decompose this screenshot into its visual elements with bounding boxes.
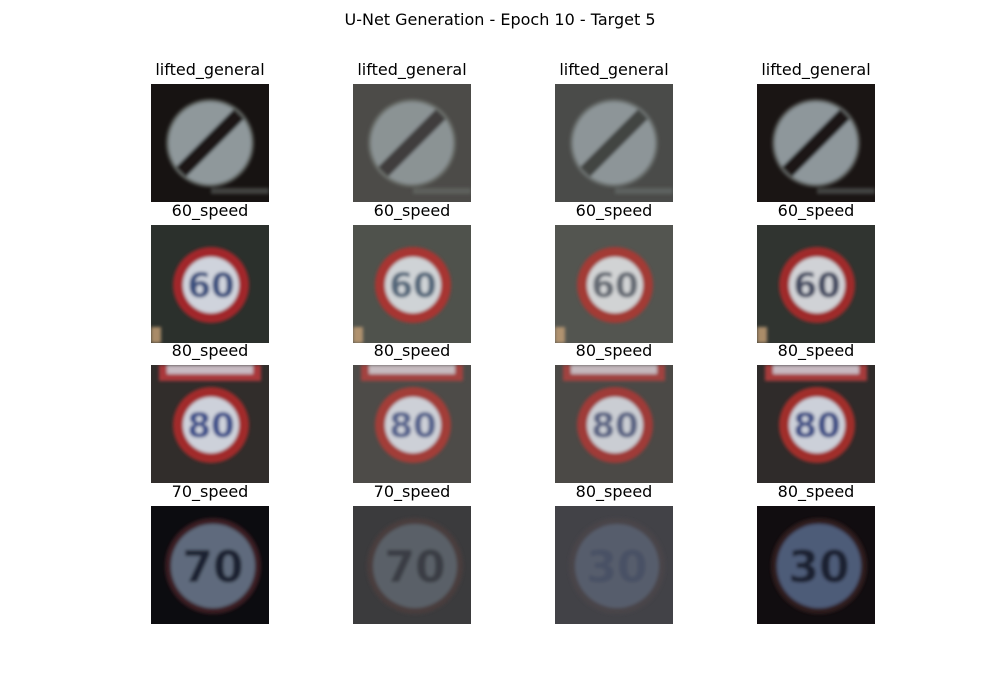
generated-sign-image: 80 bbox=[757, 365, 875, 483]
generated-sign-image: 60 bbox=[151, 225, 269, 343]
generated-sign-image: 30 bbox=[757, 506, 875, 624]
sign-svg: 60 bbox=[555, 225, 673, 343]
generated-sign-image: 30 bbox=[555, 506, 673, 624]
sign-svg: 60 bbox=[151, 225, 269, 343]
sign-disc bbox=[789, 397, 845, 453]
generated-sign-image: 70 bbox=[151, 506, 269, 624]
tile-label: 60_speed bbox=[373, 201, 451, 220]
tile-label: 70_speed bbox=[373, 482, 451, 501]
sign-svg bbox=[555, 84, 673, 202]
generated-sign-image: 80 bbox=[555, 365, 673, 483]
sign-disc bbox=[373, 524, 457, 608]
sign-svg: 70 bbox=[353, 506, 471, 624]
sign-number: 80 bbox=[591, 406, 638, 446]
sign-number: 80 bbox=[187, 406, 234, 446]
sign-disc bbox=[183, 397, 239, 453]
generated-sign-image bbox=[151, 84, 269, 202]
sign-svg: 60 bbox=[353, 225, 471, 343]
sign-svg: 80 bbox=[151, 365, 269, 483]
sign-svg: 30 bbox=[555, 506, 673, 624]
sign-svg bbox=[151, 84, 269, 202]
generated-sign-image: 80 bbox=[353, 365, 471, 483]
sign-svg: 80 bbox=[757, 365, 875, 483]
generated-sign-image: 60 bbox=[353, 225, 471, 343]
sign-number: 70 bbox=[384, 542, 445, 593]
generated-sign-image bbox=[757, 84, 875, 202]
sign-disc bbox=[587, 257, 643, 313]
tile-label: 80_speed bbox=[575, 482, 653, 501]
tile-label: 80_speed bbox=[171, 341, 249, 360]
tile-label: 80_speed bbox=[777, 482, 855, 501]
sign-svg bbox=[353, 84, 471, 202]
sign-number: 80 bbox=[793, 406, 840, 446]
generated-sign-image: 60 bbox=[555, 225, 673, 343]
tile-label: lifted_general bbox=[357, 60, 467, 79]
sign-number: 60 bbox=[389, 266, 436, 306]
sign-svg: 30 bbox=[757, 506, 875, 624]
tile-label: 80_speed bbox=[373, 341, 451, 360]
tile-label: 60_speed bbox=[777, 201, 855, 220]
sign-number: 30 bbox=[788, 542, 849, 593]
sign-number: 70 bbox=[182, 542, 243, 593]
sign-svg: 60 bbox=[757, 225, 875, 343]
sign-disc bbox=[183, 257, 239, 313]
tile-label: lifted_general bbox=[155, 60, 265, 79]
sign-disc bbox=[171, 524, 255, 608]
sign-number: 30 bbox=[586, 542, 647, 593]
sign-svg: 70 bbox=[151, 506, 269, 624]
tile-label: 60_speed bbox=[575, 201, 653, 220]
sign-disc bbox=[575, 524, 659, 608]
sign-svg: 80 bbox=[555, 365, 673, 483]
sign-disc bbox=[385, 257, 441, 313]
sign-disc bbox=[777, 524, 861, 608]
tile-label: lifted_general bbox=[761, 60, 871, 79]
generated-sign-image: 60 bbox=[757, 225, 875, 343]
generated-sign-image bbox=[353, 84, 471, 202]
sign-disc bbox=[587, 397, 643, 453]
tile-label: 80_speed bbox=[777, 341, 855, 360]
tile-label: lifted_general bbox=[559, 60, 669, 79]
generated-sign-image bbox=[555, 84, 673, 202]
figure-title: U-Net Generation - Epoch 10 - Target 5 bbox=[344, 10, 656, 29]
generated-sign-image: 70 bbox=[353, 506, 471, 624]
sign-number: 80 bbox=[389, 406, 436, 446]
sign-svg: 80 bbox=[353, 365, 471, 483]
sign-disc bbox=[789, 257, 845, 313]
sign-number: 60 bbox=[793, 266, 840, 306]
generated-sign-image: 80 bbox=[151, 365, 269, 483]
tile-label: 80_speed bbox=[575, 341, 653, 360]
sign-disc bbox=[385, 397, 441, 453]
tile-label: 70_speed bbox=[171, 482, 249, 501]
sign-svg bbox=[757, 84, 875, 202]
sign-number: 60 bbox=[187, 266, 234, 306]
sign-number: 60 bbox=[591, 266, 638, 306]
tile-label: 60_speed bbox=[171, 201, 249, 220]
